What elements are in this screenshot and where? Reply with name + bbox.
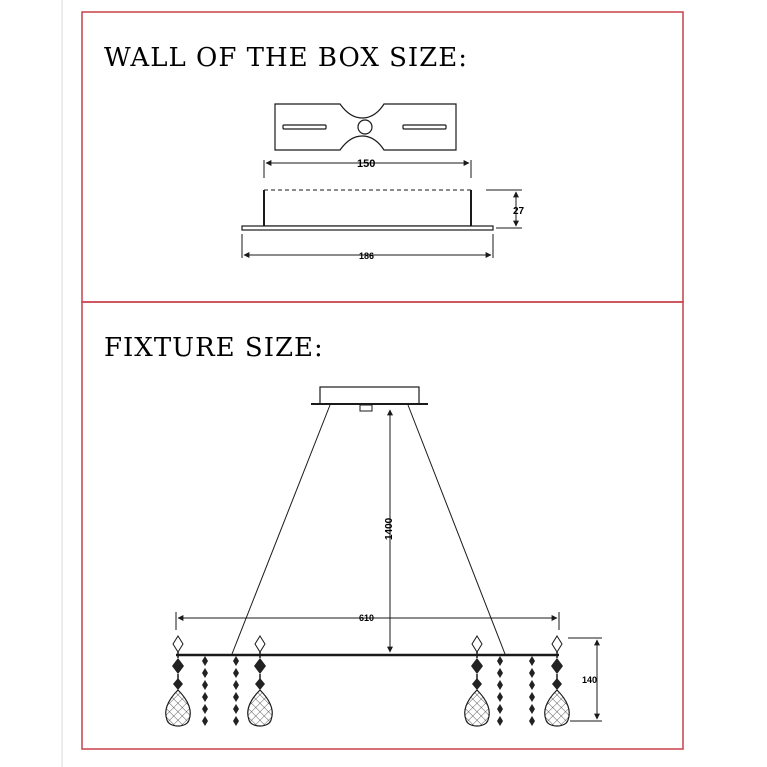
box-size-heading: WALL OF THE BOX SIZE:	[104, 43, 468, 73]
mounting-plate-top-view	[274, 103, 457, 151]
bead-strand	[497, 656, 503, 726]
box-side-view	[241, 189, 494, 231]
inner-width-dimension	[263, 160, 472, 178]
outer-width-label: 186	[359, 251, 374, 261]
crystal-drop	[165, 635, 191, 727]
ceiling-canopy	[311, 386, 428, 412]
crystal-height-dimension	[568, 637, 602, 722]
depth-label: 27	[513, 206, 525, 217]
crystal-drop	[544, 635, 570, 727]
suspension-cables	[231, 404, 506, 655]
bead-strand	[233, 656, 239, 726]
fixture-size-heading: FIXTURE SIZE:	[104, 333, 324, 363]
crystal-drops	[165, 635, 570, 727]
inner-width-label: 150	[357, 158, 375, 170]
outer-width-dimension	[241, 234, 494, 258]
crystal-drop	[247, 635, 273, 727]
crystal-height-label: 140	[582, 675, 597, 685]
bar-width-label: 610	[359, 613, 374, 623]
bead-strand	[202, 656, 208, 726]
depth-dimension	[486, 189, 522, 229]
bar-width-dimension	[175, 612, 560, 630]
bottom-panel-frame	[81, 301, 684, 750]
bead-strand	[529, 656, 535, 726]
drop-height-label: 1400	[384, 517, 395, 540]
crystal-drop	[464, 635, 490, 727]
